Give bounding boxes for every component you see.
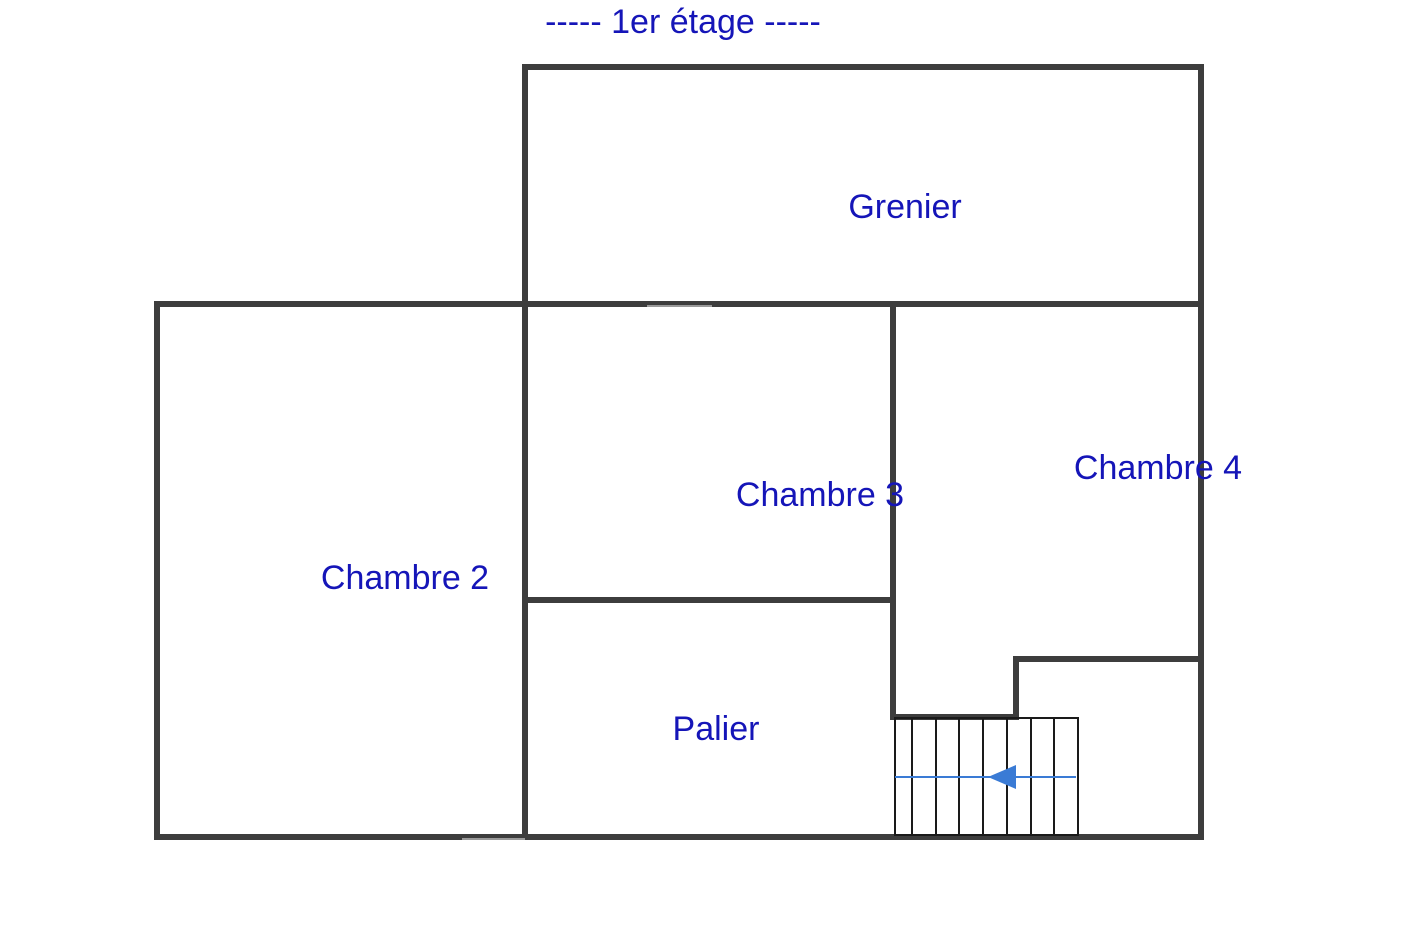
room-label-chambre4: Chambre 4 [1074,449,1242,487]
wall-grenier-outline [522,64,1204,307]
staircase [894,717,1079,836]
room-label-chambre2: Chambre 2 [321,559,489,597]
room-label-grenier: Grenier [848,188,961,226]
room-label-palier: Palier [673,710,760,748]
wall-stairwell-top [890,656,1204,720]
room-label-chambre3: Chambre 3 [736,476,904,514]
arrow-left-icon [988,765,1016,789]
floor-title: ----- 1er étage ----- [545,3,821,41]
walls [154,64,1204,840]
